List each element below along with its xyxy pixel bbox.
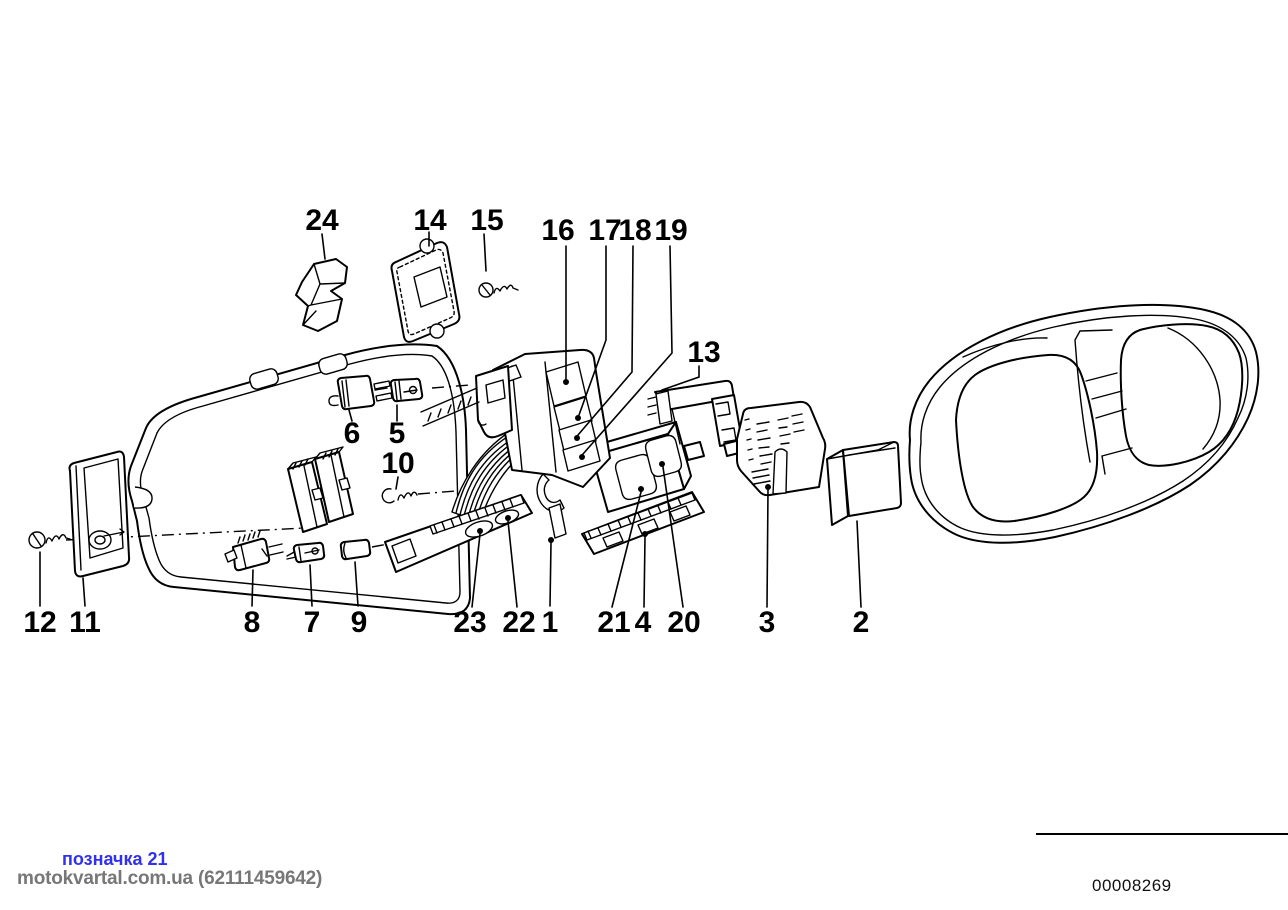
callout-18: 18 [618,214,651,247]
part-2-cover [827,442,901,525]
callout-20: 20 [667,606,700,639]
callout-7: 7 [304,606,321,639]
callout-9: 9 [351,606,368,639]
callout-3: 3 [759,606,776,639]
note-link[interactable]: позначка 21 [62,849,168,869]
part-6-bulb-socket [329,376,392,409]
callout-16: 16 [541,214,574,247]
lens-tray [385,495,532,572]
frame-notch [317,352,348,375]
left-bracket [421,366,512,437]
twin-connector-blocks [288,447,353,532]
part-3-circuit-board [737,402,825,495]
bezel-scale-marks [1075,330,1132,474]
separator-line [1036,833,1288,835]
callout-22: 22 [502,606,535,639]
part-10-screw [382,489,417,503]
callout-24: 24 [305,204,339,237]
callout-19: 19 [654,214,687,247]
leader-lines [40,232,861,607]
mounting-rail [582,492,704,554]
part-8-socket [225,531,283,570]
part-11-module [70,452,130,577]
main-housing [493,350,610,538]
callout-21: 21 [597,606,630,639]
document-number: 00008269 [1092,876,1172,895]
part-5-bulb [391,379,422,401]
callout-13: 13 [687,336,720,369]
part-12-screw [29,532,70,548]
part-15-screw [479,283,518,297]
callout-8: 8 [244,606,261,639]
callout-5: 5 [389,417,406,450]
part-24-clip [296,259,347,331]
frame-notch [134,487,152,508]
center-axis-lines [66,385,470,547]
front-bezel [909,305,1258,543]
bezel-right-window [1121,324,1243,466]
callout-4: 4 [635,606,652,639]
callout-23: 23 [453,606,486,639]
callout-2: 2 [853,606,870,639]
callout-12: 12 [23,606,56,639]
gauge-module [584,422,691,512]
site-credit: motokvartal.com.ua (62111459642) [17,868,323,889]
seal-frame [128,344,470,614]
bulb-cover-peg [549,504,566,538]
part-14-plate [392,239,460,342]
callout-14: 14 [413,204,447,237]
frame-notch [248,367,279,390]
callout-1: 1 [542,606,559,639]
bezel-left-window [956,355,1097,522]
callout-10: 10 [381,447,414,480]
callout-6: 6 [344,417,361,450]
callout-11: 11 [69,606,101,639]
callout-15: 15 [470,204,503,237]
part-9-bulb [341,540,370,559]
callout-labels: 24 14 15 16 17 18 19 13 6 5 10 12 11 8 7… [23,204,869,639]
callout-17: 17 [588,214,621,247]
part-7-bulb [287,543,324,562]
